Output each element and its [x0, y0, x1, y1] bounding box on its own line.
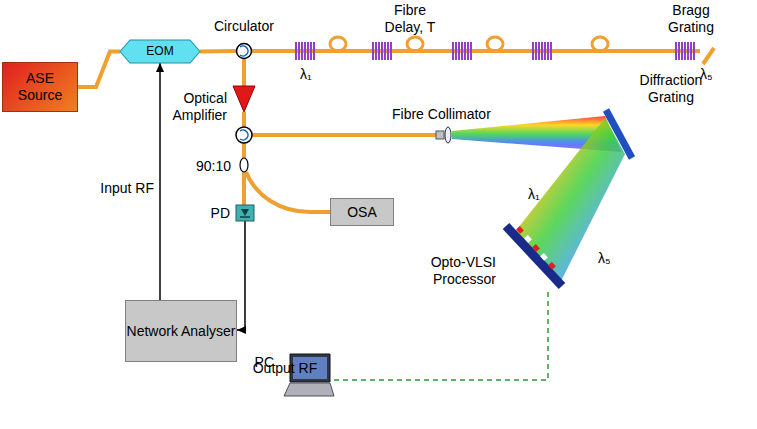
- laptop-pc-shape: [282, 352, 334, 402]
- node-label: PD: [211, 205, 230, 222]
- part-label: 90:10: [196, 158, 231, 175]
- fibre-collimator: [436, 127, 451, 143]
- part-label: Fibre Delay, T: [378, 2, 442, 36]
- photodiode-shape: [236, 205, 254, 221]
- part-label: Fibre Collimator: [392, 106, 491, 123]
- circulator-symbol: [236, 127, 252, 143]
- part-label: Diffraction Grating: [626, 72, 716, 106]
- connector: [334, 290, 548, 380]
- circulator-symbol: Circulator: [236, 43, 252, 59]
- laptop-pc: PC: [282, 352, 334, 402]
- part-label: λ₅: [598, 250, 611, 267]
- amplifier-triangle: Optical Amplifier: [233, 86, 255, 112]
- analyser-box: Network Analyser: [125, 300, 237, 362]
- node-label: OSA: [347, 204, 377, 221]
- amplifier-triangle-shape: [233, 86, 255, 112]
- photodiode: PD: [236, 205, 254, 221]
- node-label: Network Analyser: [127, 323, 236, 340]
- bragg-grating: [296, 42, 694, 60]
- connector: [200, 49, 236, 54]
- part-label: Bragg Grating: [656, 2, 726, 36]
- signal-label: Output RF: [250, 360, 320, 377]
- connector: [159, 63, 161, 300]
- node-label: ASE Source: [3, 70, 77, 104]
- signal-label: Input RF: [100, 180, 154, 197]
- modulator-hexagon: EOM: [120, 40, 200, 63]
- connector: [78, 52, 120, 88]
- osa-box: OSA: [330, 198, 394, 226]
- node-label: Opto-VLSI Processor: [408, 254, 496, 288]
- node-label: Optical Amplifier: [145, 90, 227, 124]
- opto-vlsi-processor-shape: [500, 222, 570, 290]
- connector: [242, 59, 246, 86]
- node-label: EOM: [146, 44, 173, 58]
- fibre-coupler: [240, 158, 248, 172]
- circulator-symbol-shape: [236, 43, 252, 59]
- node-label: Circulator: [214, 18, 274, 35]
- opto-vlsi-processor: Opto-VLSI Processor: [500, 222, 570, 290]
- diffraction-grating: [606, 110, 632, 158]
- connector: [237, 221, 245, 330]
- part-label: λ₁: [300, 66, 312, 83]
- part-label: λ₁: [528, 186, 540, 203]
- source-box: ASE Source: [2, 62, 78, 112]
